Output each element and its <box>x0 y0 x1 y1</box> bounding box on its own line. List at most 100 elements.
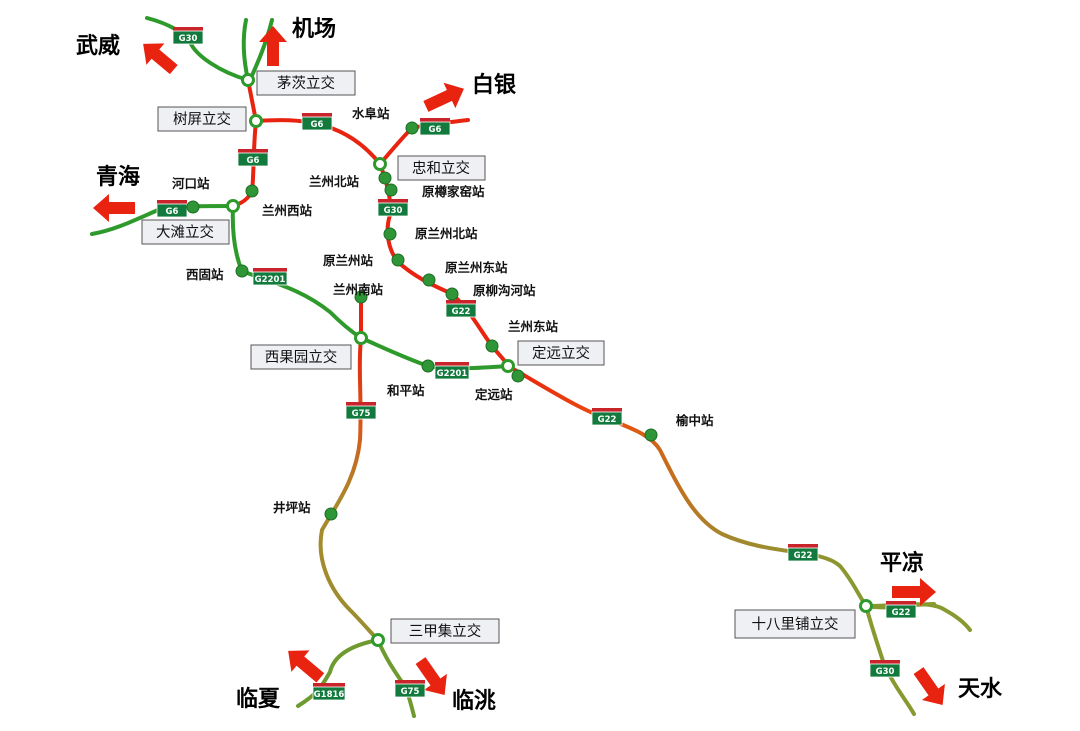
arrow-pingliang-icon <box>892 578 936 606</box>
station-dot-dingyuan <box>511 369 525 383</box>
road-g75-lintao <box>376 638 416 718</box>
interchange-label-dachuan-text: 大滩立交 <box>156 223 214 241</box>
route-shield-g22: G22 <box>787 544 819 562</box>
station-label-yuan-bojiayao: 原樽家窑站 <box>422 184 485 199</box>
interchange-label-xiguoyuan-text: 西果园立交 <box>265 348 338 366</box>
route-shield-label: G6 <box>247 156 260 166</box>
route-shield-label: G30 <box>876 667 895 677</box>
interchange-label-dachuan: 大滩立交 <box>141 219 230 245</box>
city-label-wuwei: 武威 <box>76 33 120 59</box>
road-g1816-linxia <box>296 638 380 708</box>
route-shield-label: G22 <box>892 608 911 618</box>
station-label-jingping: 井坪站 <box>273 500 311 515</box>
station-dot-lanzhou-north <box>378 171 392 185</box>
route-shield-g75: G75 <box>345 402 377 420</box>
route-shield-label: G2201 <box>255 275 286 285</box>
station-dot-jingping <box>324 507 338 521</box>
route-shield-g30: G30 <box>869 660 901 678</box>
route-shield-g22: G22 <box>591 408 623 426</box>
interchange-label-zhonghe-text: 忠和立交 <box>412 159 470 177</box>
arrow-lintao-icon <box>415 657 447 696</box>
route-shield-g22: G22 <box>445 300 477 318</box>
arrow-airport-icon <box>259 26 287 66</box>
interchange-ring-dachuan <box>226 199 240 213</box>
station-dot-yuan-lanzhou-north <box>383 227 397 241</box>
station-dot-heping <box>421 359 435 373</box>
interchange-ring-maoci <box>241 73 255 87</box>
city-label-pingliang: 平凉 <box>880 550 924 576</box>
route-shield-label: G6 <box>429 125 442 135</box>
route-shield-label: G75 <box>352 409 371 419</box>
interchange-label-xiguoyuan: 西果园立交 <box>250 344 352 370</box>
station-dot-yuan-liugouhe <box>445 287 459 301</box>
interchange-label-shibalipu: 十八里铺立交 <box>734 609 856 639</box>
station-label-lanzhou-east: 兰州东站 <box>508 319 559 334</box>
road-airport <box>241 18 250 82</box>
station-dot-hekou <box>186 200 200 214</box>
station-label-shuifu: 水阜站 <box>352 106 390 121</box>
arrow-linxia-icon <box>288 650 325 683</box>
interchange-label-shuping-text: 树屏立交 <box>173 110 231 128</box>
route-shield-label: G2201 <box>437 369 468 379</box>
interchange-rings <box>226 73 873 647</box>
road-dachuan-xigu <box>230 204 363 340</box>
interchange-label-maoci-text: 茅茨立交 <box>277 74 335 92</box>
route-shield-g6: G6 <box>237 149 269 167</box>
city-label-linxia: 临夏 <box>236 686 281 712</box>
station-label-yuan-lanzhou: 原兰州站 <box>323 253 374 268</box>
station-dot-lanzhou-east <box>485 339 499 353</box>
arrow-tianshui-icon <box>913 667 945 706</box>
interchange-label-dingyuan: 定远立交 <box>517 340 605 366</box>
road-g22-east <box>506 364 868 608</box>
route-shield-g6: G6 <box>419 118 451 136</box>
station-label-yuan-lanzhou-east: 原兰州东站 <box>445 260 508 275</box>
route-shield-label: G6 <box>166 207 179 217</box>
route-shield-g2201: G2201 <box>252 268 288 286</box>
interchange-ring-shuping <box>249 114 263 128</box>
station-dot-yuan-lanzhou <box>391 253 405 267</box>
city-label-airport: 机场 <box>292 17 336 42</box>
city-label-tianshui: 天水 <box>958 677 1003 702</box>
station-label-hekou: 河口站 <box>172 176 210 191</box>
route-shield-label: G22 <box>794 551 813 561</box>
route-shield-g6: G6 <box>156 200 188 218</box>
station-label-dingyuan: 定远站 <box>474 387 513 402</box>
station-label-yuzhong: 榆中站 <box>676 413 714 428</box>
route-shield-g30: G30 <box>377 199 409 217</box>
route-shield-label: G75 <box>401 687 420 697</box>
route-shield-g1816: G1816 <box>312 683 346 701</box>
interchange-label-maoci: 茅茨立交 <box>256 70 356 96</box>
interchange-ring-sanjiaji <box>371 633 385 647</box>
interchange-label-sanjiaji: 三甲集立交 <box>390 618 500 644</box>
road-g75 <box>318 336 380 642</box>
station-dot-yuan-bojiayao <box>384 183 398 197</box>
arrow-baiyin-icon <box>423 82 464 112</box>
city-label-qinghai: 青海 <box>96 164 140 190</box>
route-shield-label: G22 <box>598 415 617 425</box>
interchange-label-zhonghe: 忠和立交 <box>397 155 486 181</box>
interchange-ring-zhonghe <box>373 157 387 171</box>
city-label-lintao: 临洮 <box>452 688 496 714</box>
station-dot-lanzhou-south <box>354 290 368 304</box>
station-dot-yuan-lanzhou-east <box>422 273 436 287</box>
station-label-yuan-lanzhou-north: 原兰州北站 <box>415 226 478 241</box>
interchange-ring-xiguoyuan <box>354 331 368 345</box>
route-shield-label: G1816 <box>314 690 345 700</box>
station-dot-shuifu <box>405 121 419 135</box>
station-label-xigu: 西固站 <box>186 267 224 282</box>
interchange-ring-dingyuan <box>501 359 515 373</box>
station-label-heping: 和平站 <box>386 383 425 398</box>
route-shield-g6: G6 <box>301 113 333 131</box>
station-label-yuan-liugouhe: 原柳沟河站 <box>473 283 536 298</box>
station-label-lanzhou-west: 兰州西站 <box>262 203 313 218</box>
station-dot-lanzhou-west <box>245 184 259 198</box>
station-dots <box>186 121 658 521</box>
interchange-label-shuping: 树屏立交 <box>157 106 247 132</box>
interchange-label-dingyuan-text: 定远立交 <box>532 344 590 362</box>
route-shield-label: G30 <box>384 206 403 216</box>
interchange-label-sanjiaji-text: 三甲集立交 <box>409 622 482 640</box>
route-shield-g75: G75 <box>394 680 426 698</box>
route-shield-label: G30 <box>179 34 198 44</box>
route-shield-g30: G30 <box>172 27 204 45</box>
